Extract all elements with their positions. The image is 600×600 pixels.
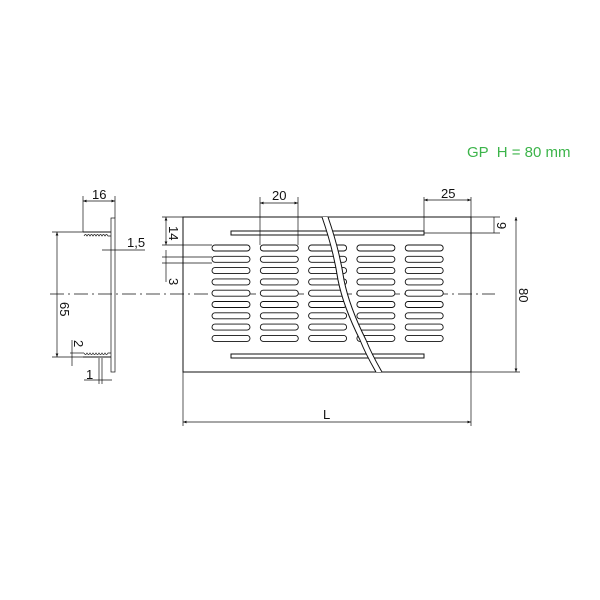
side-view xyxy=(52,196,145,384)
vent-slot xyxy=(211,312,251,320)
vent-slot xyxy=(404,278,444,286)
vent-slot xyxy=(404,255,444,263)
drawing-title: GP H = 80 mm xyxy=(467,144,571,161)
vent-slot xyxy=(211,267,251,275)
vent-slot xyxy=(259,244,299,252)
dim-20: 20 xyxy=(272,188,286,203)
bottom-bar xyxy=(230,353,425,359)
vent-slot xyxy=(308,278,348,286)
vent-slot xyxy=(259,312,299,320)
vent-slot xyxy=(259,278,299,286)
vent-slot xyxy=(356,267,396,275)
vent-slot xyxy=(308,301,348,308)
vent-slot xyxy=(404,323,444,331)
vent-slot xyxy=(356,289,396,297)
vent-slot xyxy=(356,244,396,252)
dim-9: 9 xyxy=(494,222,509,229)
break-fill xyxy=(322,217,382,372)
vent-slot xyxy=(259,323,299,331)
vent-slot xyxy=(211,301,251,308)
vent-slot xyxy=(356,301,396,308)
dim-1-5: 1,5 xyxy=(127,235,145,250)
vent-slot xyxy=(259,289,299,297)
vent-slot xyxy=(404,312,444,320)
vent-slot xyxy=(211,289,251,297)
vent-slot xyxy=(211,255,251,263)
dim-14: 14 xyxy=(166,226,181,240)
vent-slot xyxy=(259,334,299,342)
vent-slot xyxy=(404,334,444,342)
dim-2: 2 xyxy=(71,340,86,347)
vent-slot xyxy=(356,278,396,286)
vent-slot xyxy=(404,267,444,275)
front-view xyxy=(162,197,520,426)
dim-3: 3 xyxy=(166,278,181,285)
vent-slot xyxy=(259,255,299,263)
dim-80: 80 xyxy=(516,288,531,302)
vent-slot xyxy=(308,312,348,320)
vent-slot xyxy=(211,334,251,342)
vent-slot xyxy=(356,323,396,331)
vent-slot xyxy=(308,244,348,252)
vent-slot xyxy=(211,244,251,252)
vent-slot xyxy=(308,334,348,342)
vent-slot xyxy=(211,278,251,286)
break-line xyxy=(321,216,377,373)
dim-65: 65 xyxy=(57,302,72,316)
vent-slot xyxy=(404,289,444,297)
vent-slot xyxy=(404,244,444,252)
vent-slot xyxy=(211,323,251,331)
vent-slot xyxy=(308,323,348,331)
vent-slot xyxy=(356,312,396,320)
break-line xyxy=(327,216,383,373)
dim-25: 25 xyxy=(441,186,455,201)
vent-slot xyxy=(404,301,444,308)
vent-slot xyxy=(356,255,396,263)
vent-slot xyxy=(259,267,299,275)
dim-1: 1 xyxy=(86,367,93,382)
dim-L: L xyxy=(323,407,330,422)
dim-16: 16 xyxy=(92,187,106,202)
slot-grid xyxy=(211,244,444,342)
vent-slot xyxy=(259,301,299,308)
